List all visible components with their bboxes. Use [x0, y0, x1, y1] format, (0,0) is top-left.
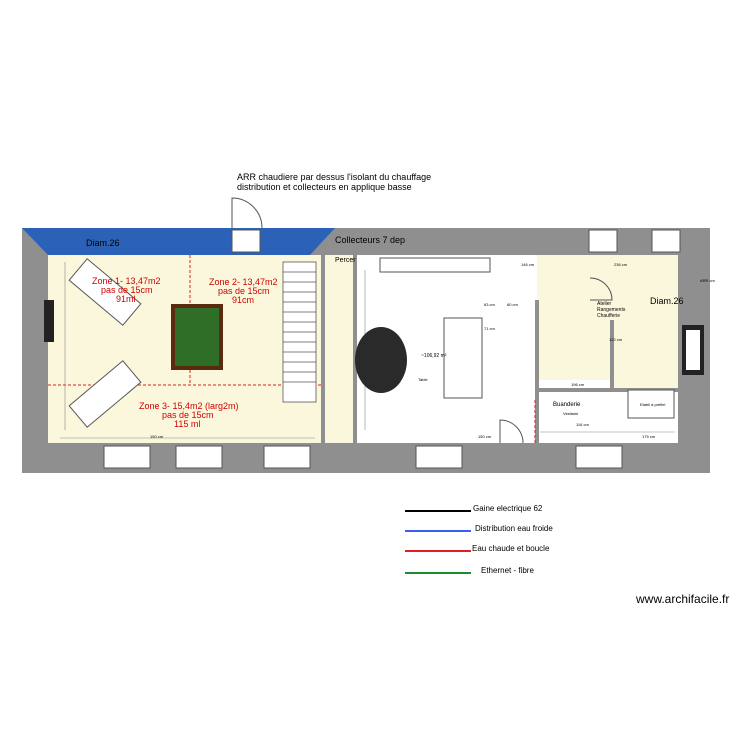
arr-note-line2: distribution et collecteurs en applique …: [237, 182, 412, 192]
etabli-label: Etabli à préfiei: [640, 402, 666, 407]
dim-236: 236 cm: [614, 262, 628, 267]
watermark[interactable]: www.archifacile.fr: [636, 592, 730, 606]
zone2-pitch: pas de 15cm: [218, 286, 270, 296]
dim-160: 150 cm: [478, 434, 492, 439]
dim-arr: ARR cm: [700, 278, 715, 283]
zone3-length: 115 ml: [174, 419, 201, 429]
dim-116: 116 cm: [576, 422, 589, 427]
round-table: [355, 327, 407, 393]
staircase: [282, 261, 317, 403]
sofas: [68, 258, 142, 428]
zone1-pitch: pas de 15cm: [101, 285, 153, 295]
dim-71: 71 cm: [484, 326, 495, 331]
doors: [231, 197, 613, 444]
dim-175: 175 cm: [642, 434, 656, 439]
atelier-label: Atelier: [597, 301, 612, 307]
dim-63: 63 cm: [484, 302, 495, 307]
percer-label: Percer: [335, 257, 356, 264]
legend-label: Ethernet - fibre: [481, 566, 534, 575]
buanderie-label: Buanderie: [553, 402, 581, 408]
dim-122: 122 cm: [609, 337, 623, 342]
workbench: [627, 389, 675, 419]
zone3-pitch: pas de 15cm: [162, 410, 214, 420]
rangements-label: Rangements: [597, 307, 626, 313]
long-table: [443, 317, 483, 399]
zone1-length: 91ml: [116, 294, 136, 304]
legend-label: Eau chaude et boucle: [472, 544, 550, 553]
collecteurs-label: Collecteurs 7 dep: [335, 235, 406, 245]
dim-146: 146 cm: [521, 262, 535, 267]
diam-left-label: Diam.26: [86, 238, 120, 248]
arr-note-line1: ARR chaudiere par dessus l'isolant du ch…: [237, 172, 432, 182]
dim-196: 196 cm: [571, 382, 585, 387]
chaufferie-label: Chaufferie: [597, 313, 620, 319]
fireplace-left: [44, 300, 54, 342]
legend-label: Distribution eau froide: [475, 524, 553, 533]
windows-bottom: [103, 445, 623, 469]
zone2-length: 91cm: [232, 295, 255, 305]
legend-lines: [405, 510, 471, 574]
dim-150: 150 cm: [150, 434, 164, 439]
vestiaire-label: Vestiaire: [563, 411, 579, 416]
billiard-table: [175, 308, 219, 366]
kitchen-counter: [379, 257, 491, 273]
zone1-title: Zone 1- 13,47m2: [92, 276, 161, 286]
zone3-title: Zone 3- 15,4m2 (larg2m): [139, 401, 239, 411]
legend-label: Gaine electrique 62: [473, 504, 543, 513]
dim-60: 60 cm: [507, 302, 518, 307]
table-label: Table: [418, 377, 428, 382]
windows-top: [231, 229, 681, 253]
area-label: ~106,92 m²: [421, 353, 447, 359]
water-wedge-left: [22, 228, 335, 255]
zone2-title: Zone 2- 13,47m2: [209, 277, 278, 287]
diam-right-label: Diam.26: [650, 296, 684, 306]
